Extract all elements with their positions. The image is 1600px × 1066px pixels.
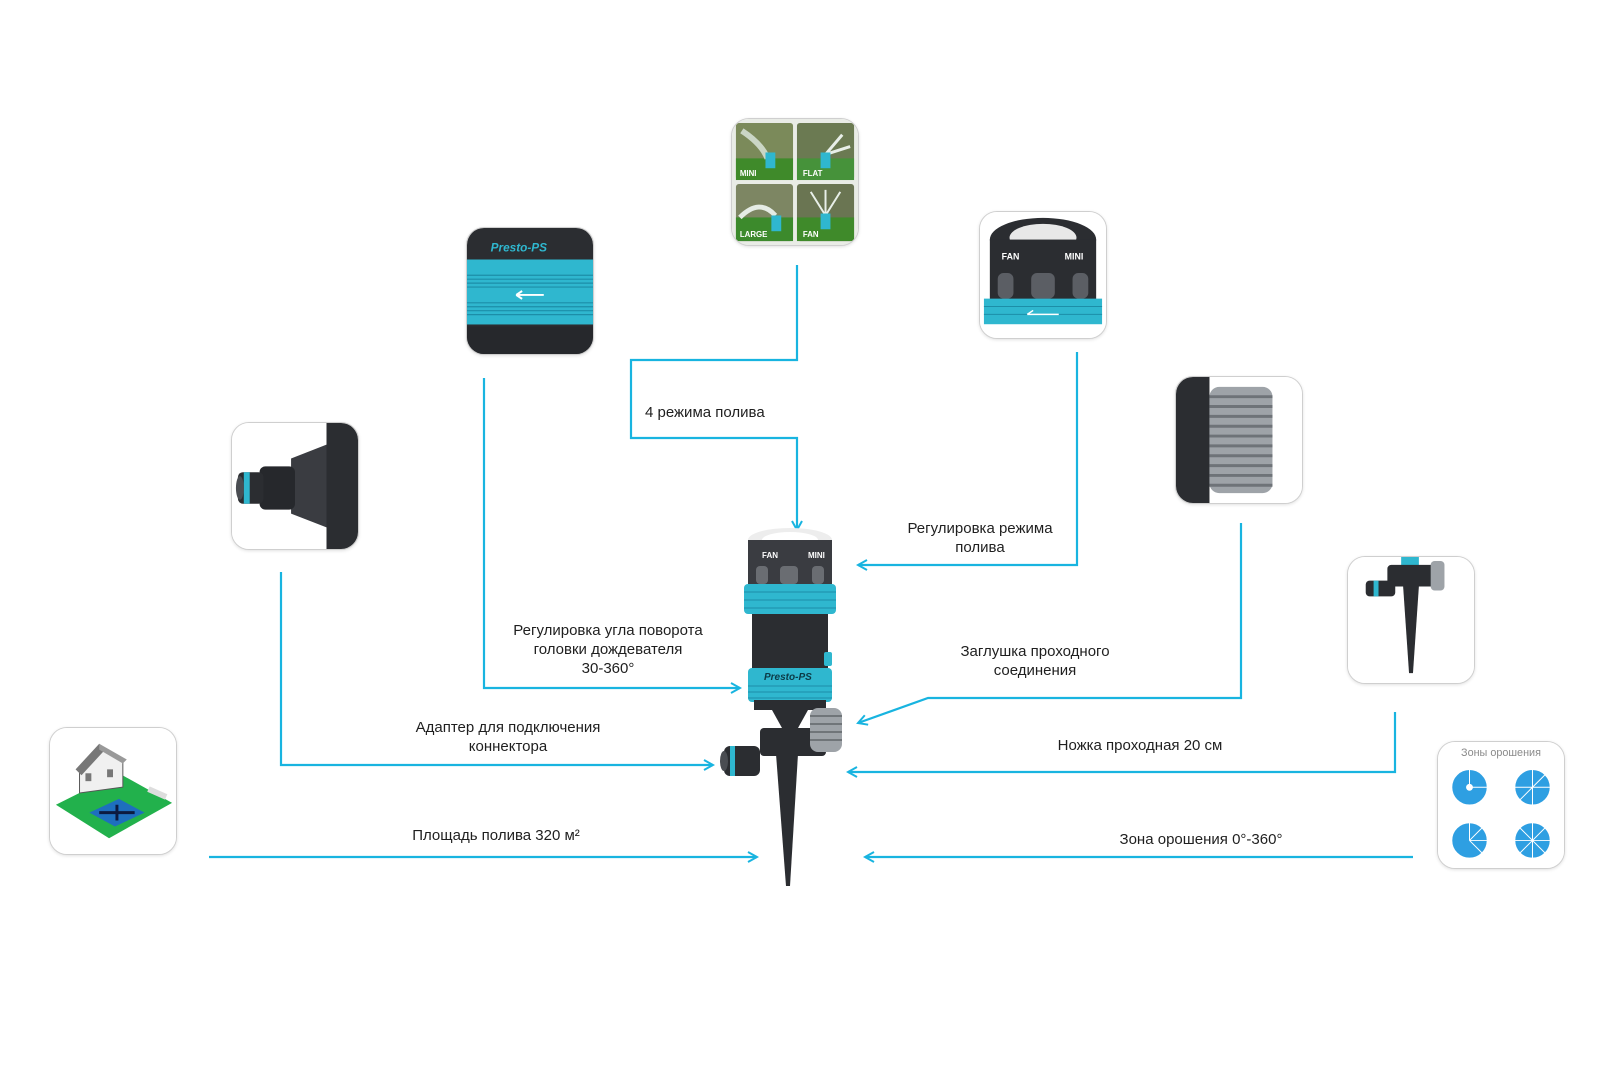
product-cap-mark-mini: MINI: [808, 551, 825, 560]
line-stake: [848, 712, 1397, 772]
label-adapter: Адаптер для подключения коннектора: [415, 719, 601, 755]
mode-label-fan: FAN: [803, 230, 819, 239]
label-mode-adjust: Регулировка режима полива: [907, 520, 1053, 556]
label-modes: 4 режима полива: [645, 404, 765, 421]
line-mode-adjust: [858, 352, 1079, 565]
line-adapter: [279, 572, 713, 765]
label-stake: Ножка проходная 20 см: [1057, 737, 1223, 754]
mode-label-flat: FLAT: [803, 169, 823, 178]
ring-thumbnail: Presto-PS: [466, 227, 594, 355]
cap-mark-mini: MINI: [1065, 251, 1084, 261]
label-plug: Заглушка проходного соединения: [960, 643, 1110, 679]
ring-brand-text: Presto-PS: [491, 241, 548, 255]
line-plug: [858, 523, 1243, 723]
cap-thumbnail: FAN MINI: [979, 211, 1107, 339]
stake-thumbnail: [1347, 556, 1475, 684]
mode-label-large: LARGE: [740, 230, 768, 239]
label-zone: Зона орошения 0°-360°: [1119, 831, 1283, 848]
zones-title: Зоны орошения: [1461, 747, 1541, 759]
adapter-thumbnail: [231, 422, 359, 550]
modes-thumbnail: MINI FLAT LARGE FAN: [731, 118, 859, 246]
sprinkler-product: FAN MINI Presto-PS: [720, 528, 842, 886]
product-cap-mark-fan: FAN: [762, 551, 778, 560]
line-angle-adjust: [482, 378, 740, 688]
product-brand-text: Presto-PS: [764, 672, 812, 683]
cap-mark-fan: FAN: [1002, 251, 1020, 261]
plug-thumbnail: [1175, 376, 1303, 504]
zones-thumbnail: Зоны орошения: [1437, 741, 1565, 869]
area-thumbnail: [49, 727, 177, 855]
mode-label-mini: MINI: [740, 169, 757, 178]
line-modes: [629, 265, 797, 530]
label-angle-adjust: Регулировка угла поворота головки дождев…: [513, 622, 703, 677]
label-area: Площадь полива 320 м²: [412, 827, 580, 844]
